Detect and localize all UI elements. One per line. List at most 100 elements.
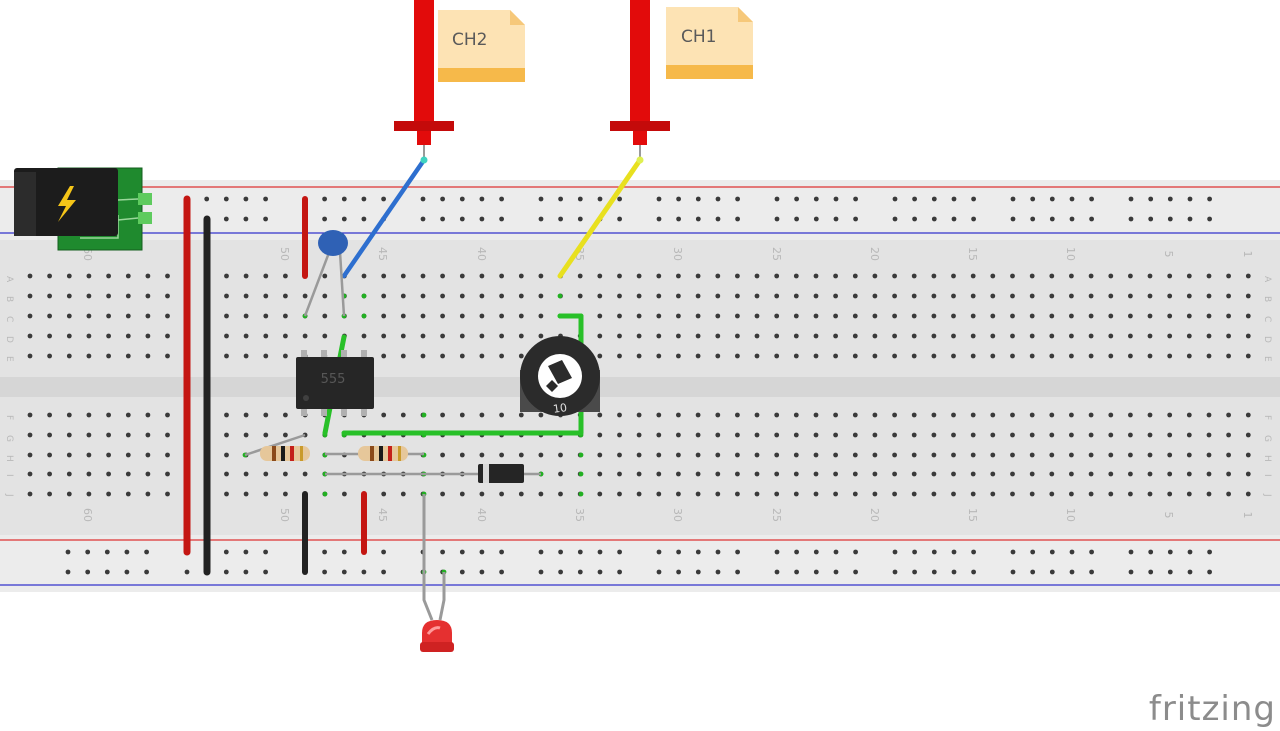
breadboard-hole xyxy=(66,333,72,339)
breadboard-hole xyxy=(1049,569,1055,575)
breadboard-hole xyxy=(912,196,917,202)
breadboard-hole xyxy=(656,293,662,299)
breadboard-hole xyxy=(558,216,563,222)
breadboard-hole xyxy=(931,293,937,299)
breadboard-hole xyxy=(597,353,603,359)
breadboard-hole xyxy=(1147,313,1153,319)
breadboard-hole xyxy=(695,273,701,279)
breadboard-hole xyxy=(656,549,662,555)
breadboard-hole xyxy=(971,549,976,555)
breadboard-hole xyxy=(872,353,878,359)
breadboard-hole xyxy=(1148,196,1154,202)
breadboard-hole xyxy=(420,293,426,299)
breadboard-hole xyxy=(656,273,662,279)
breadboard-hole xyxy=(459,196,465,202)
breadboard-hole xyxy=(1049,273,1055,279)
breadboard-hole xyxy=(1147,333,1153,339)
breadboard-hole xyxy=(1186,491,1192,497)
breadboard-hole xyxy=(754,412,760,418)
breadboard-hole xyxy=(1167,432,1173,438)
breadboard-hole xyxy=(656,471,662,477)
breadboard-hole xyxy=(793,333,799,339)
breadboard-hole xyxy=(243,471,249,477)
breadboard-hole xyxy=(754,273,760,279)
breadboard-hole xyxy=(518,333,524,339)
breadboard-hole xyxy=(911,273,917,279)
breadboard-hole xyxy=(715,412,721,418)
breadboard-hole xyxy=(833,452,838,458)
breadboard-hole xyxy=(695,412,701,418)
breadboard-hole xyxy=(853,549,858,555)
breadboard-hole xyxy=(557,293,563,299)
breadboard-hole xyxy=(283,313,288,319)
breadboard-hole xyxy=(342,491,347,497)
breadboard-hole xyxy=(892,313,897,319)
column-number: 1 xyxy=(1241,512,1254,519)
breadboard-hole xyxy=(872,471,878,477)
breadboard-hole xyxy=(124,549,130,555)
breadboard-hole xyxy=(597,491,603,497)
breadboard-hole xyxy=(263,333,269,339)
breadboard-hole xyxy=(243,196,249,202)
breadboard-hole xyxy=(656,412,662,418)
breadboard-hole xyxy=(931,333,937,339)
breadboard-hole xyxy=(1167,196,1173,202)
row-letter: J xyxy=(4,493,14,497)
breadboard-hole xyxy=(597,569,603,575)
breadboard-hole xyxy=(1128,293,1133,299)
breadboard-hole xyxy=(1010,569,1016,575)
breadboard-hole xyxy=(1206,273,1212,279)
breadboard-hole xyxy=(794,216,799,222)
breadboard-hole xyxy=(912,216,917,222)
breadboard-hole xyxy=(990,412,996,418)
breadboard-hole xyxy=(1147,491,1153,497)
breadboard-hole xyxy=(1148,569,1154,575)
breadboard-hole xyxy=(990,452,996,458)
breadboard-hole xyxy=(1148,216,1154,222)
breadboard-hole xyxy=(322,491,328,497)
breadboard-hole xyxy=(892,216,898,222)
breadboard-hole xyxy=(538,333,544,339)
breadboard-hole xyxy=(558,549,563,555)
breadboard-hole xyxy=(66,491,72,497)
breadboard-hole xyxy=(1206,491,1212,497)
breadboard-hole xyxy=(499,491,504,497)
row-letter: C xyxy=(4,316,14,322)
breadboard-hole xyxy=(1089,196,1094,202)
breadboard-hole xyxy=(518,293,524,299)
breadboard-hole xyxy=(617,196,622,202)
breadboard-hole xyxy=(1010,471,1015,477)
breadboard-hole xyxy=(1010,273,1015,279)
breadboard-hole xyxy=(243,353,249,359)
breadboard-hole xyxy=(1069,432,1074,438)
breadboard-hole xyxy=(912,549,917,555)
breadboard-hole xyxy=(715,569,721,575)
breadboard-hole xyxy=(676,196,681,202)
breadboard-hole xyxy=(499,333,504,339)
breadboard-hole xyxy=(1186,412,1192,418)
column-number: 5 xyxy=(1162,512,1175,519)
breadboard-hole xyxy=(951,333,956,339)
breadboard-hole xyxy=(931,273,937,279)
breadboard-hole xyxy=(852,333,858,339)
breadboard-hole xyxy=(1167,216,1173,222)
breadboard-hole xyxy=(1108,412,1114,418)
breadboard-hole xyxy=(1108,432,1114,438)
breadboard-hole xyxy=(1245,353,1251,359)
breadboard-hole xyxy=(833,569,839,575)
breadboard-hole xyxy=(1167,412,1173,418)
breadboard-hole xyxy=(124,569,130,575)
breadboard-hole xyxy=(931,196,937,202)
breadboard-hole xyxy=(793,491,799,497)
probe-ch2 xyxy=(394,0,454,164)
breadboard-hole xyxy=(892,293,897,299)
breadboard-hole xyxy=(145,491,151,497)
breadboard-hole xyxy=(459,353,465,359)
breadboard-hole xyxy=(518,491,524,497)
breadboard-hole xyxy=(165,452,170,458)
breadboard-hole xyxy=(793,412,799,418)
breadboard-hole xyxy=(125,452,131,458)
breadboard-hole xyxy=(86,412,92,418)
breadboard-hole xyxy=(1010,491,1015,497)
breadboard-hole xyxy=(1147,293,1153,299)
